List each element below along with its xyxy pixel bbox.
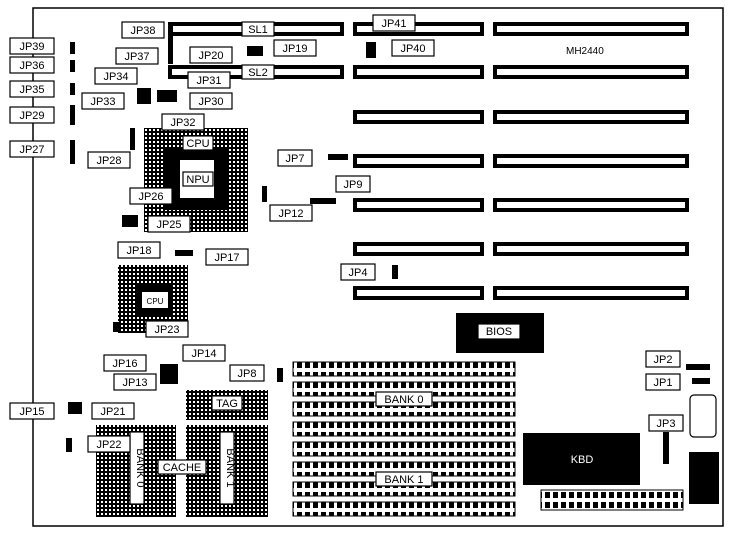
kbd-chip bbox=[523, 433, 640, 485]
jp29-label: JP29 bbox=[19, 110, 44, 122]
jp7-label: JP7 bbox=[286, 153, 305, 165]
jp23-label: JP23 bbox=[154, 324, 179, 336]
jp26-label: JP26 bbox=[138, 191, 163, 203]
npu-label: NPU bbox=[186, 174, 209, 186]
jp17-label: JP17 bbox=[214, 252, 239, 264]
jp9-label: JP9 bbox=[344, 179, 363, 191]
jp27-label: JP27 bbox=[19, 144, 44, 156]
jp1-label: JP1 bbox=[654, 377, 673, 389]
sl2-label: SL2 bbox=[248, 67, 268, 79]
jp38-label: JP38 bbox=[130, 25, 155, 37]
jp4-label: JP4 bbox=[349, 267, 368, 279]
cache-bank1-label: BANK 1 bbox=[224, 448, 236, 487]
jp39-label: JP39 bbox=[19, 41, 44, 53]
jumper-labels: JP39 JP36 JP35 JP29 JP27 JP38 JP37 JP34 … bbox=[9, 14, 684, 453]
jp15-label: JP15 bbox=[19, 406, 44, 418]
jp22-label: JP22 bbox=[96, 439, 121, 451]
jp19-label: JP19 bbox=[282, 43, 307, 55]
jp20-label: JP20 bbox=[198, 50, 223, 62]
board-model-label: MH2440 bbox=[566, 46, 604, 57]
jp16-label: JP16 bbox=[112, 358, 137, 370]
jp32-label: JP32 bbox=[170, 117, 195, 129]
jp18-label: JP18 bbox=[126, 245, 151, 257]
jp33-label: JP33 bbox=[90, 96, 115, 108]
expansion-slots-right bbox=[493, 22, 689, 300]
jp40-label: JP40 bbox=[400, 43, 425, 55]
jp37-label: JP37 bbox=[124, 51, 149, 63]
cpu-alt-label: CPU bbox=[147, 297, 164, 306]
jp25-label: JP25 bbox=[156, 219, 181, 231]
tag-label: TAG bbox=[216, 398, 238, 410]
bank0-label: BANK 0 bbox=[384, 394, 423, 406]
jp12-label: JP12 bbox=[278, 208, 303, 220]
bios-label: BIOS bbox=[486, 326, 512, 338]
jp3-label: JP3 bbox=[657, 418, 676, 430]
battery bbox=[689, 394, 717, 438]
jp36-label: JP36 bbox=[19, 60, 44, 72]
kbd-label: KBD bbox=[571, 454, 594, 466]
jp35-label: JP35 bbox=[19, 84, 44, 96]
jp21-label: JP21 bbox=[100, 406, 125, 418]
jp34-label: JP34 bbox=[103, 71, 128, 83]
cache-label: CACHE bbox=[163, 462, 202, 474]
jp30-label: JP30 bbox=[198, 96, 223, 108]
sl1-label: SL1 bbox=[248, 24, 268, 36]
jp41-label: JP41 bbox=[381, 18, 406, 30]
jp31-label: JP31 bbox=[196, 75, 221, 87]
bottom-connector bbox=[540, 489, 684, 511]
jp2-label: JP2 bbox=[654, 354, 673, 366]
cache-bank0-label: BANK 0 bbox=[134, 448, 146, 487]
bank1-label: BANK 1 bbox=[384, 474, 423, 486]
jp13-label: JP13 bbox=[122, 377, 147, 389]
cpu-label: CPU bbox=[186, 138, 209, 150]
jp28-label: JP28 bbox=[96, 155, 121, 167]
jp8-label: JP8 bbox=[238, 368, 257, 380]
jp14-label: JP14 bbox=[191, 348, 216, 360]
keyboard-connector bbox=[689, 452, 719, 504]
jumper-pins bbox=[66, 24, 710, 464]
